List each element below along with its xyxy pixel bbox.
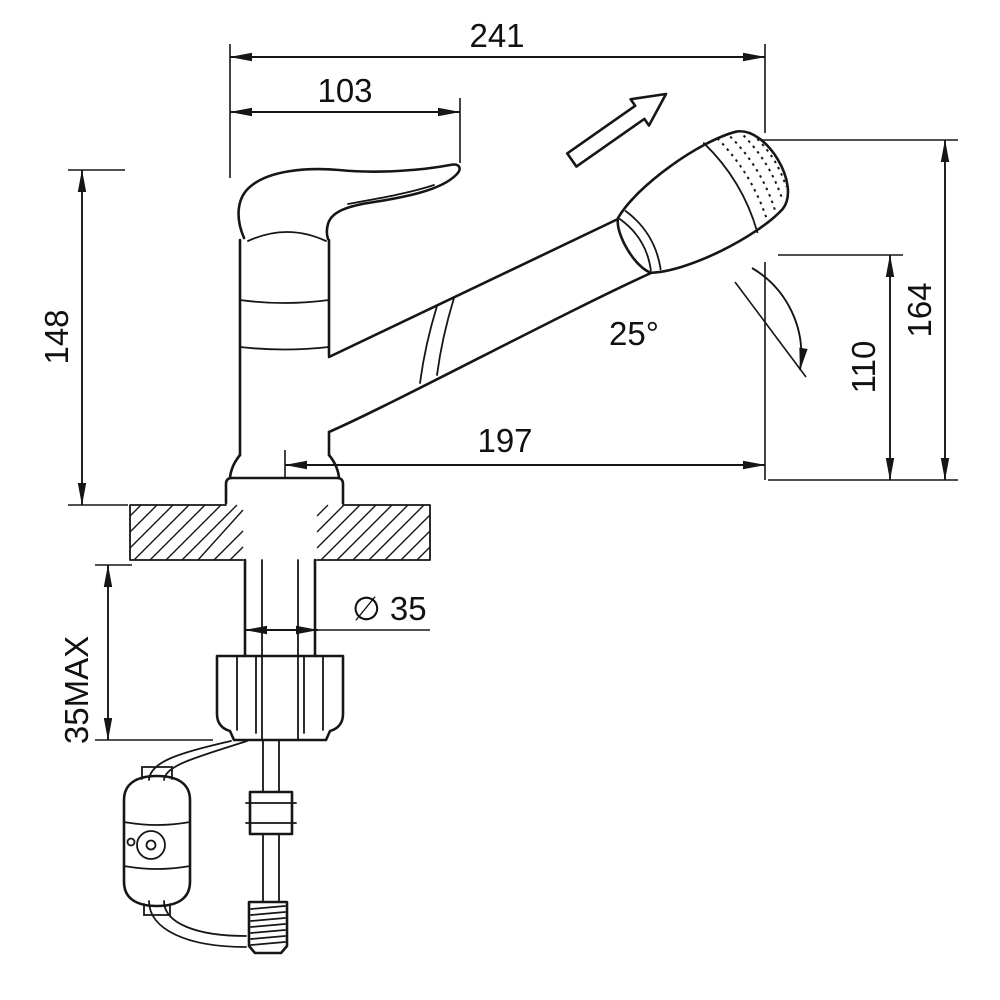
threaded-shank xyxy=(243,558,317,658)
dimension-max-deck-thickness: 35MAX xyxy=(58,564,213,744)
dimension-height-110: 110 xyxy=(778,254,903,481)
hose-counterweight xyxy=(122,766,192,916)
countertop-section xyxy=(129,504,431,561)
dim-height-110-label: 110 xyxy=(845,341,882,394)
dimension-height-164: 164 xyxy=(725,139,958,481)
spray-face-texture xyxy=(716,134,788,223)
faucet-spout xyxy=(327,217,653,434)
dim-handle-length-label: 103 xyxy=(317,72,372,109)
countertop-hatch-right xyxy=(316,504,431,561)
spray-head xyxy=(616,130,790,275)
base-escutcheon xyxy=(224,476,345,505)
pull-direction-arrow-icon xyxy=(565,92,668,168)
faucet-body xyxy=(224,238,345,505)
hose-connector xyxy=(248,790,294,836)
dimension-total-width: 241 xyxy=(229,17,766,178)
dim-height-164-label: 164 xyxy=(901,282,938,337)
countertop-hatch-left xyxy=(129,504,244,561)
dim-max-thickness-label: 35MAX xyxy=(58,636,95,744)
angle-annotation: 25° xyxy=(609,267,808,378)
faucet-assembly: 25° xyxy=(122,92,808,955)
dimension-shank-diameter: ∅ 35 xyxy=(244,590,430,635)
threaded-fitting xyxy=(247,900,289,955)
dimension-handle-length: 103 xyxy=(229,72,461,163)
weight-screw-icon xyxy=(126,837,136,847)
dimension-height-148: 148 xyxy=(38,169,128,506)
supply-hose xyxy=(245,739,297,955)
mounting-nut xyxy=(215,654,345,742)
dim-shank-diameter-label: ∅ 35 xyxy=(352,590,427,627)
dimension-spout-reach: 197 xyxy=(284,262,766,480)
faucet-handle xyxy=(237,163,461,242)
angle-label: 25° xyxy=(609,315,659,352)
dim-spout-reach-label: 197 xyxy=(477,422,532,459)
dim-total-width-label: 241 xyxy=(469,17,524,54)
spray-hose-loop xyxy=(148,740,248,948)
dim-height-148-label: 148 xyxy=(38,309,75,364)
